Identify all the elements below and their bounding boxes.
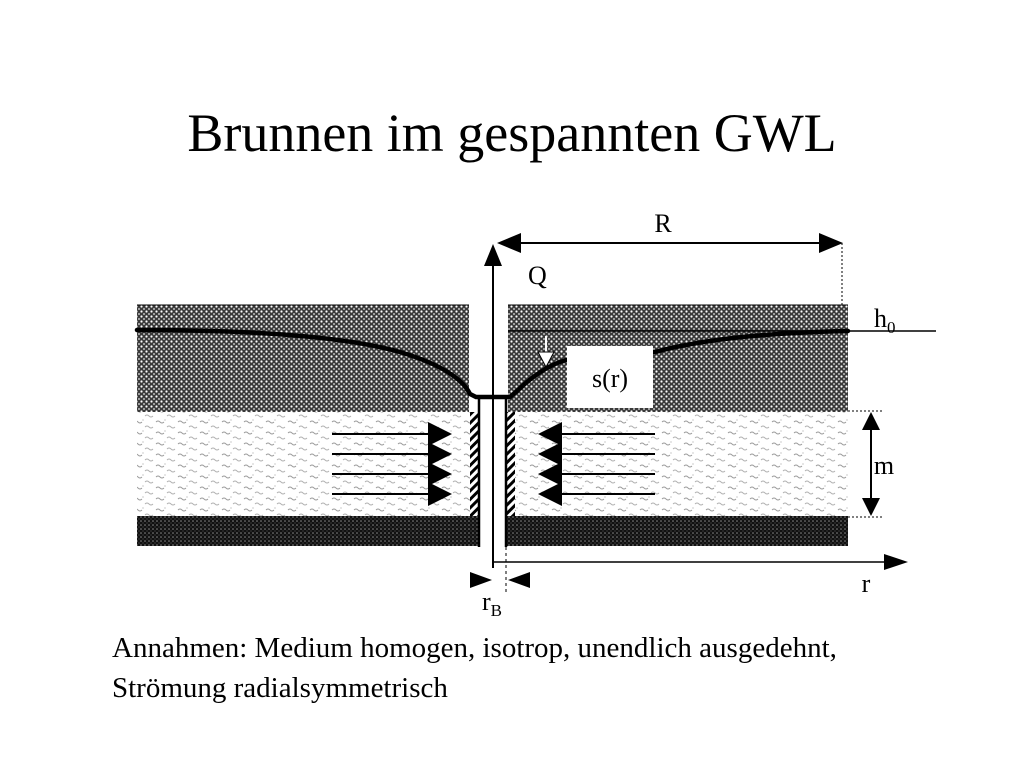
drawdown-curve xyxy=(134,327,851,400)
pumping-rate-label: Q xyxy=(528,261,547,290)
drawdown-label-box xyxy=(567,346,653,408)
radial-axis-label: r xyxy=(862,569,871,598)
aquifer-thickness-label: m xyxy=(874,451,894,480)
assumptions-line-2: Strömung radialsymmetrisch xyxy=(112,672,448,704)
pumping-arrow-head xyxy=(484,244,502,266)
flow-arrows-right xyxy=(538,422,655,506)
well-radius-arrow-left xyxy=(470,572,492,588)
drawdown-arrow-head xyxy=(537,351,555,369)
initial-head-label: h0 xyxy=(874,304,896,337)
well-radius-arrow-right xyxy=(508,572,530,588)
assumptions-line-1: Annahmen: Medium homogen, isotrop, unend… xyxy=(112,632,837,664)
radius-of-influence-label: R xyxy=(654,209,672,238)
upper-confining-layer-right xyxy=(508,305,848,412)
slide-title: Brunnen im gespannten GWL xyxy=(187,103,837,163)
well-screen-right xyxy=(506,412,515,516)
assumptions-caption: Annahmen: Medium homogen, isotrop, unend… xyxy=(112,628,837,708)
well-radius-label: rB xyxy=(482,587,502,620)
well-screen-left xyxy=(470,412,479,516)
flow-arrows-left xyxy=(332,422,452,506)
drawdown-label: s(r) xyxy=(592,364,628,393)
